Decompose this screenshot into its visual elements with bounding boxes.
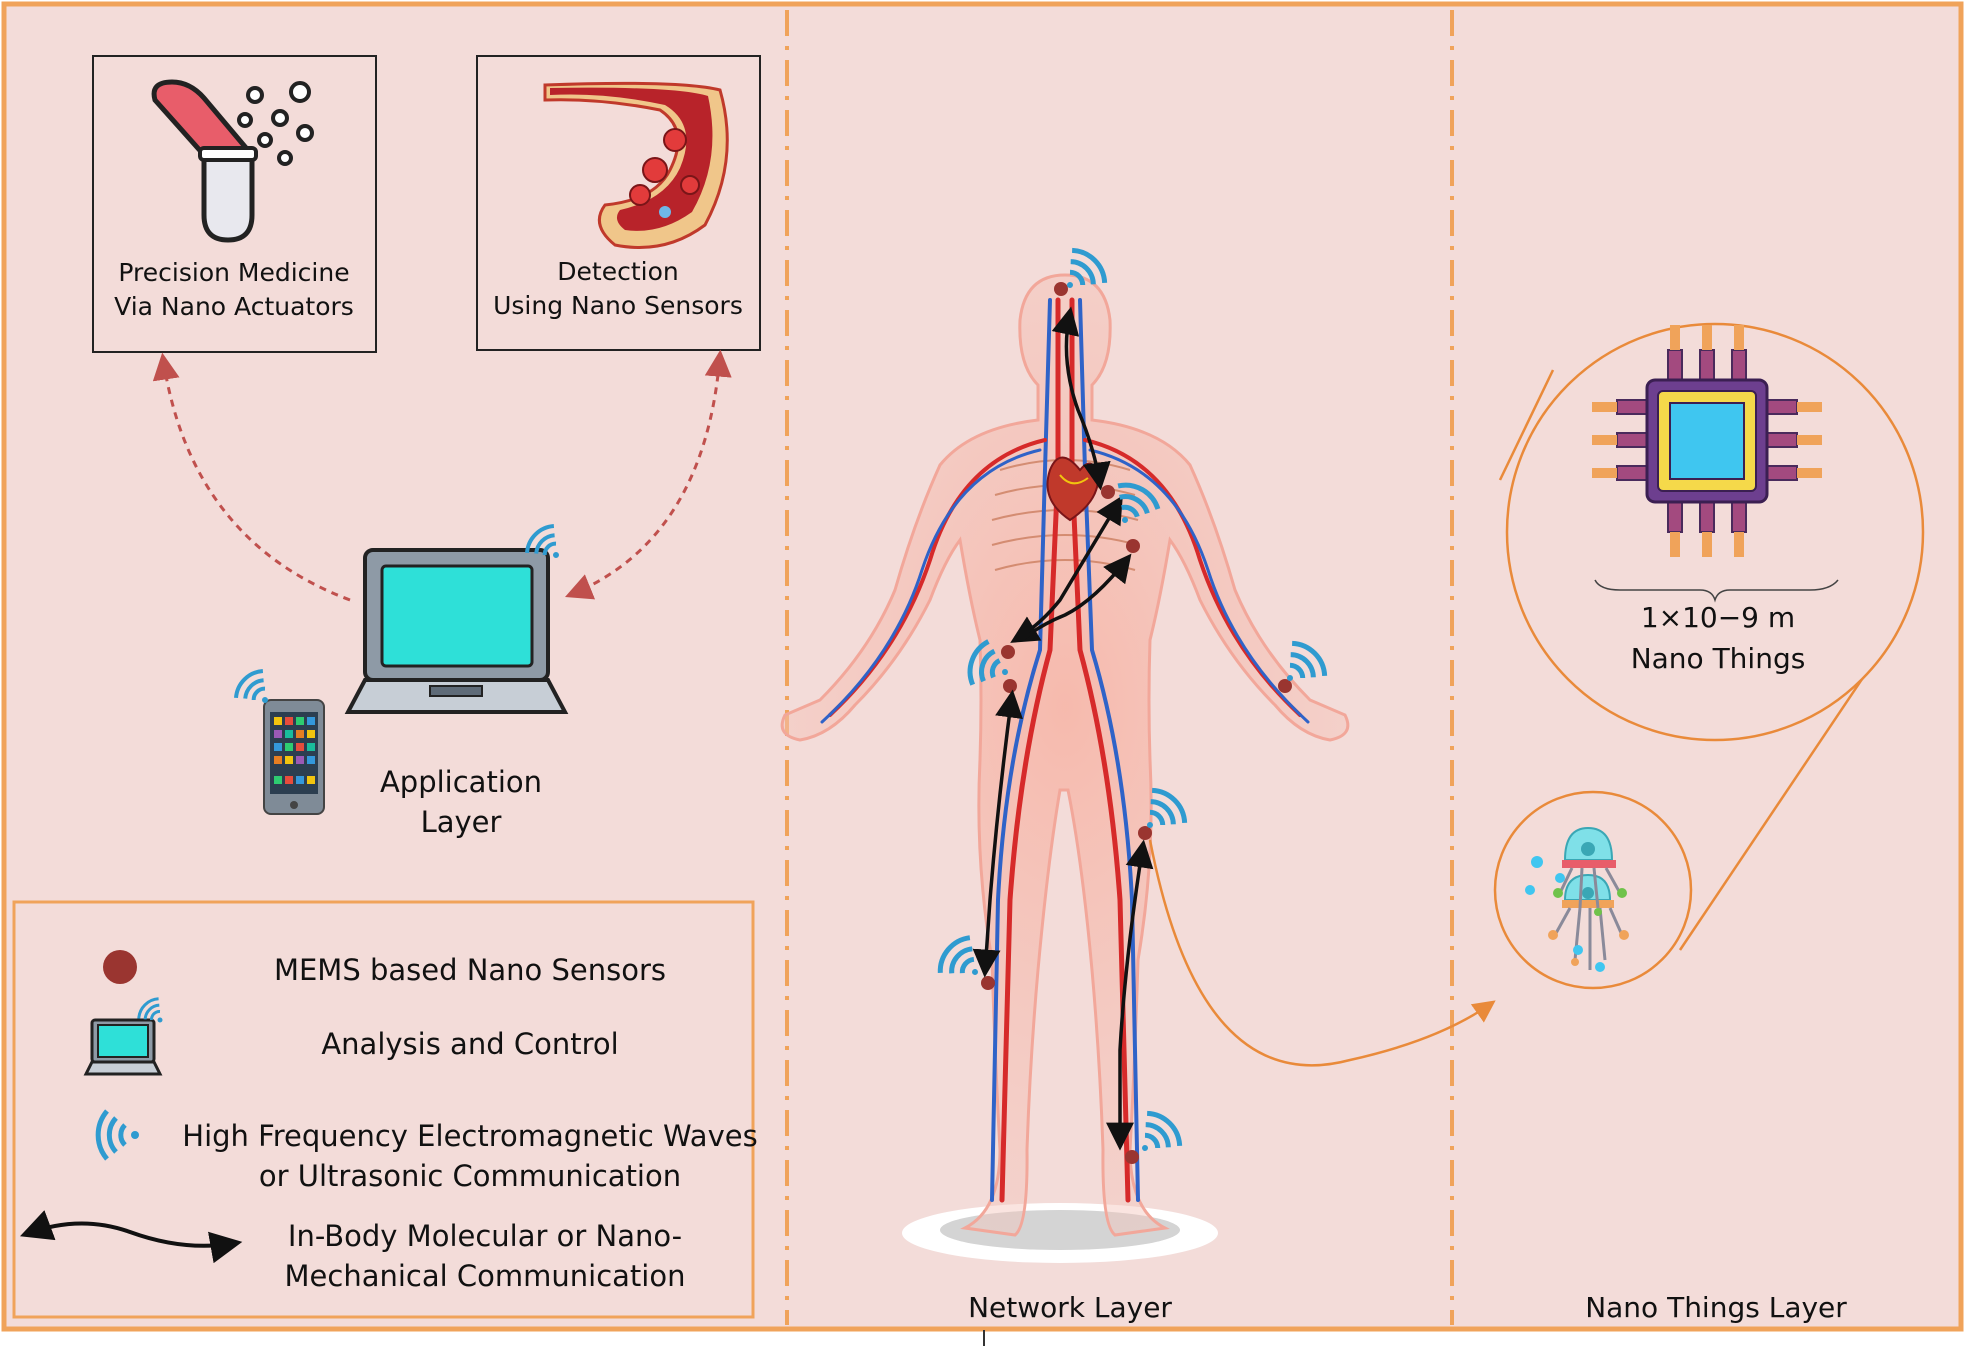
network-layer: Network Layer: [780, 247, 1350, 1346]
arrow-to-detection: [565, 349, 732, 600]
wifi-wave-icon: [967, 639, 1008, 686]
pill-capsule-icon: [151, 79, 314, 243]
microchip-icon: [1592, 325, 1822, 557]
wifi-wave-icon: [1142, 1110, 1183, 1151]
wifi-wave-icon: [1117, 482, 1161, 523]
application-layer-label-1: Application: [380, 765, 542, 799]
box1-line2: Via Nano Actuators: [114, 292, 354, 321]
legend-box: MEMS based Nano Sensors Analysis and Con…: [12, 900, 758, 1319]
wifi-wave-icon: [137, 997, 163, 1023]
legend-analysis-text: Analysis and Control: [321, 1027, 618, 1061]
wifi-wave-icon: [1067, 247, 1108, 288]
legend-molecular-arrow: [19, 1210, 243, 1264]
scale-brace: [1594, 579, 1839, 603]
nano-things-name: Nano Things: [1631, 642, 1806, 675]
legend-waves-text-1: High Frequency Electromagnetic Waves: [182, 1119, 757, 1153]
box2-line1: Detection: [557, 257, 678, 286]
wifi-wave-icon: [1147, 787, 1188, 828]
in-body-communication-arrows: [972, 306, 1154, 1151]
box2-line2: Using Nano Sensors: [493, 291, 743, 320]
blood-vessel-icon: [543, 81, 729, 249]
zoom-arrow: [1148, 839, 1496, 1067]
laptop-icon: [344, 548, 569, 714]
nano-scale: 1×10−9 m: [1641, 601, 1795, 634]
wifi-wave-icon: [1287, 640, 1328, 681]
nanobot-icon: [1553, 826, 1627, 916]
wifi-wave-icon: [234, 669, 268, 703]
legend-sensor-text: MEMS based Nano Sensors: [274, 953, 666, 987]
zoom-line-top: [1498, 369, 1555, 481]
application-layer-label-2: Layer: [421, 805, 502, 839]
network-layer-label: Network Layer: [968, 1291, 1172, 1324]
nanobot-icon: [1548, 873, 1629, 970]
legend-wave-icon: [95, 1109, 139, 1161]
nano-particles: [1525, 856, 1605, 972]
legend-sensor-dot: [103, 950, 137, 984]
box1-line1: Precision Medicine: [118, 258, 349, 287]
nano-things-layer-label: Nano Things Layer: [1585, 1291, 1847, 1324]
wifi-wave-icon: [525, 524, 559, 558]
legend-molecular-text-2: Mechanical Communication: [285, 1259, 686, 1293]
wifi-wave-icon: [937, 935, 978, 975]
nano-things-layer: 1×10−9 m Nano Things Nano Things Layer: [1493, 322, 1925, 1324]
legend-laptop-icon: [83, 1018, 163, 1076]
legend-waves-text-2: or Ultrasonic Communication: [259, 1159, 681, 1193]
arrow-to-medicine: [152, 352, 351, 602]
legend-molecular-text-1: In-Body Molecular or Nano-: [288, 1219, 682, 1253]
detection-box: Detection Using Nano Sensors: [476, 55, 761, 351]
smartphone-icon: [263, 699, 325, 815]
precision-medicine-box: Precision Medicine Via Nano Actuators: [92, 55, 377, 353]
